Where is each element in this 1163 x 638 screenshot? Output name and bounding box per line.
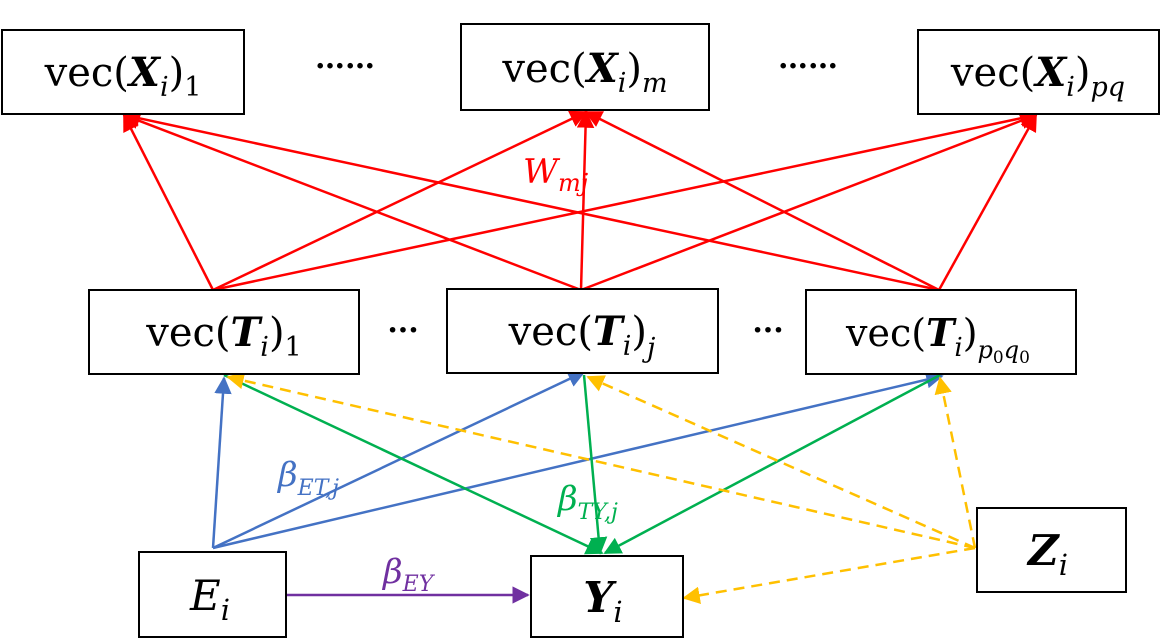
node-y: Yi (530, 555, 684, 638)
ellipsis-mid-right: ··· (752, 313, 783, 348)
edges-t-to-x (122, 109, 1038, 292)
node-x1: vec(Xi)1 (1, 29, 245, 115)
svg-text:Yi: Yi (583, 573, 622, 629)
label-w-mj: Wmj (523, 152, 589, 197)
label-beta-ey: βEY (381, 552, 436, 597)
edge-e-t1 (211, 376, 232, 549)
svg-text:vec(Ti)1: vec(Ti)1 (145, 309, 301, 363)
edges-t-to-y (223, 373, 941, 555)
svg-text:vec(Ti)p0q0: vec(Ti)p0q0 (845, 310, 1030, 368)
edge-tpq-xpq (937, 113, 1038, 291)
edge-tj-xm (576, 110, 595, 291)
node-z: Zi (976, 507, 1127, 593)
node-tj: vec(Ti)j (446, 288, 719, 374)
node-t1: vec(Ti)1 (88, 289, 360, 375)
edge-t1-xpq (212, 109, 1038, 292)
svg-text:vec(Ti)j: vec(Ti)j (508, 308, 656, 364)
svg-text:Zi: Zi (1026, 526, 1068, 582)
ellipsis-top-left: …… (315, 41, 375, 76)
node-xm: vec(Xi)m (460, 23, 710, 111)
edge-t1-y (223, 373, 604, 555)
edges-e-to-t (211, 370, 944, 550)
edge-z-tpq (934, 376, 977, 549)
edge-z-tj (586, 375, 976, 550)
edges-z-confounding (226, 371, 977, 604)
svg-text:vec(Xi)pq: vec(Xi)pq (950, 49, 1125, 103)
edge-tj-xpq (580, 112, 1038, 292)
label-beta-ty: βTY,j (556, 479, 618, 525)
label-beta-et: βET,j (276, 455, 339, 501)
svg-text:vec(Xi)m: vec(Xi)m (501, 45, 667, 99)
svg-text:vec(Xi)1: vec(Xi)1 (44, 49, 202, 103)
edge-t1-xm (212, 110, 588, 292)
edge-z-y (682, 546, 976, 604)
edge-tpq-y (603, 373, 941, 555)
node-e: Ei (138, 551, 287, 638)
edge-t1-x1 (122, 113, 215, 291)
svg-text:Ei: Ei (189, 571, 230, 627)
edge-z-t1 (226, 371, 976, 550)
edge-tj-y (582, 374, 608, 555)
ellipsis-top-right: …… (778, 41, 838, 76)
ellipsis-mid-left: ··· (387, 313, 418, 348)
edge-tpq-xm (584, 110, 940, 292)
node-tpq: vec(Ti)p0q0 (805, 289, 1077, 375)
edge-e-tj (212, 370, 586, 550)
node-xpq: vec(Xi)pq (917, 29, 1160, 115)
edge-e-tpq (212, 371, 944, 550)
edge-tpq-x1 (122, 109, 940, 292)
edge-tj-x1 (122, 112, 582, 292)
